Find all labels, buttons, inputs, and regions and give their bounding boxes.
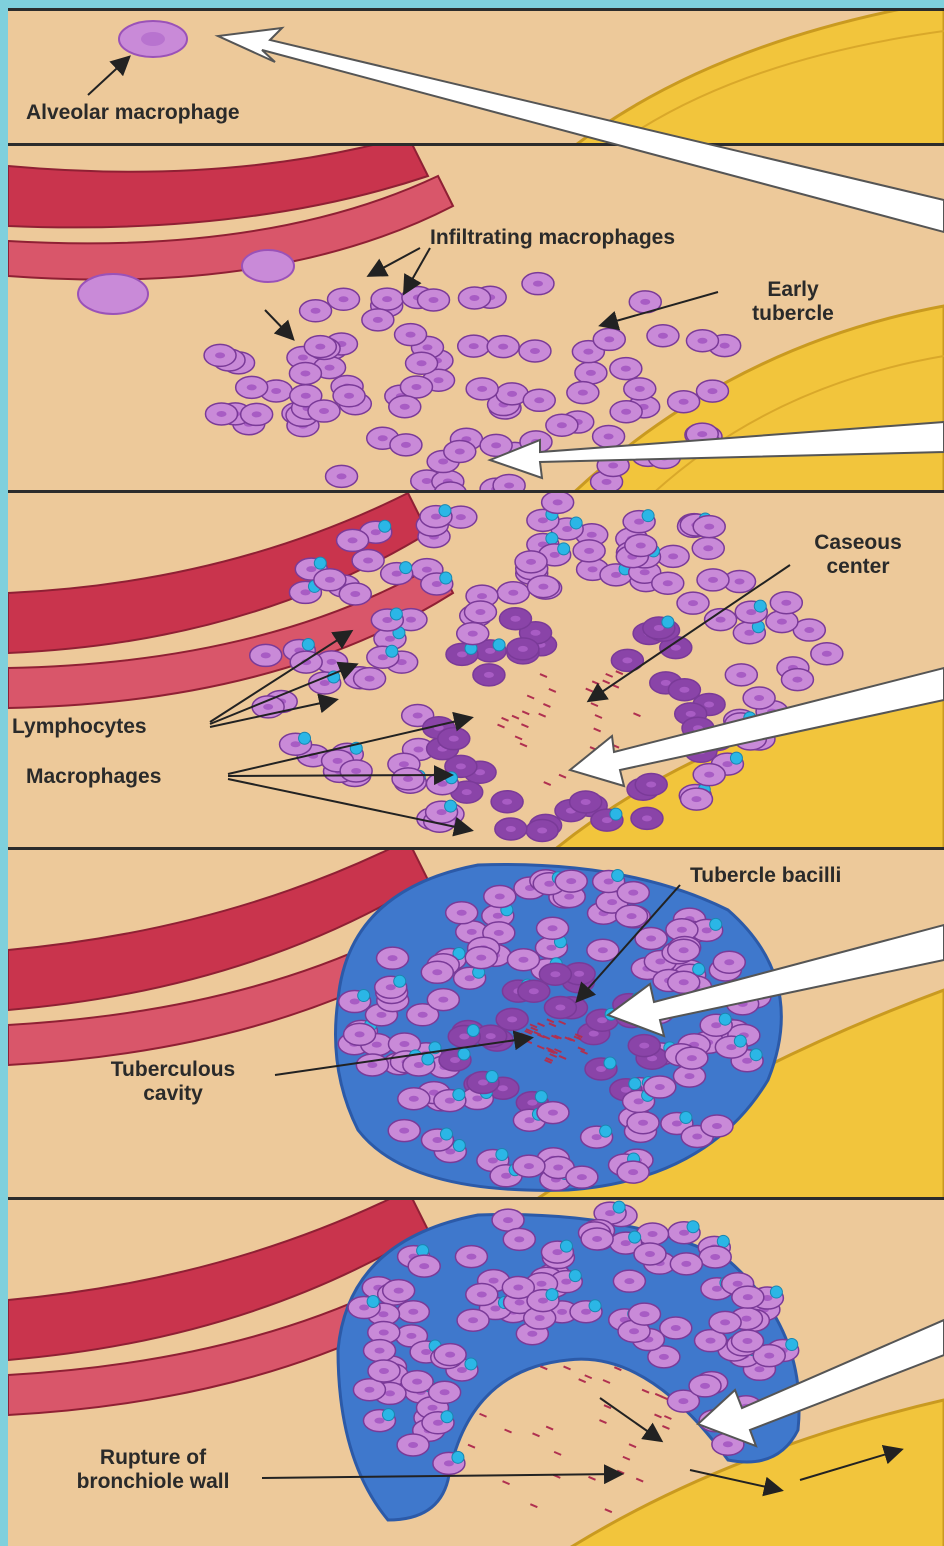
leader-lines (88, 58, 900, 1490)
stage-progression-arrows (218, 28, 944, 1446)
arrow-to-caseous-center (570, 668, 944, 786)
arrow-to-early-tubercle (490, 422, 944, 478)
arrow-to-tubercle-bacilli (608, 925, 944, 1036)
arrow-to-rupture (698, 1320, 944, 1446)
arrow-to-alveolar-macrophage (218, 28, 944, 232)
